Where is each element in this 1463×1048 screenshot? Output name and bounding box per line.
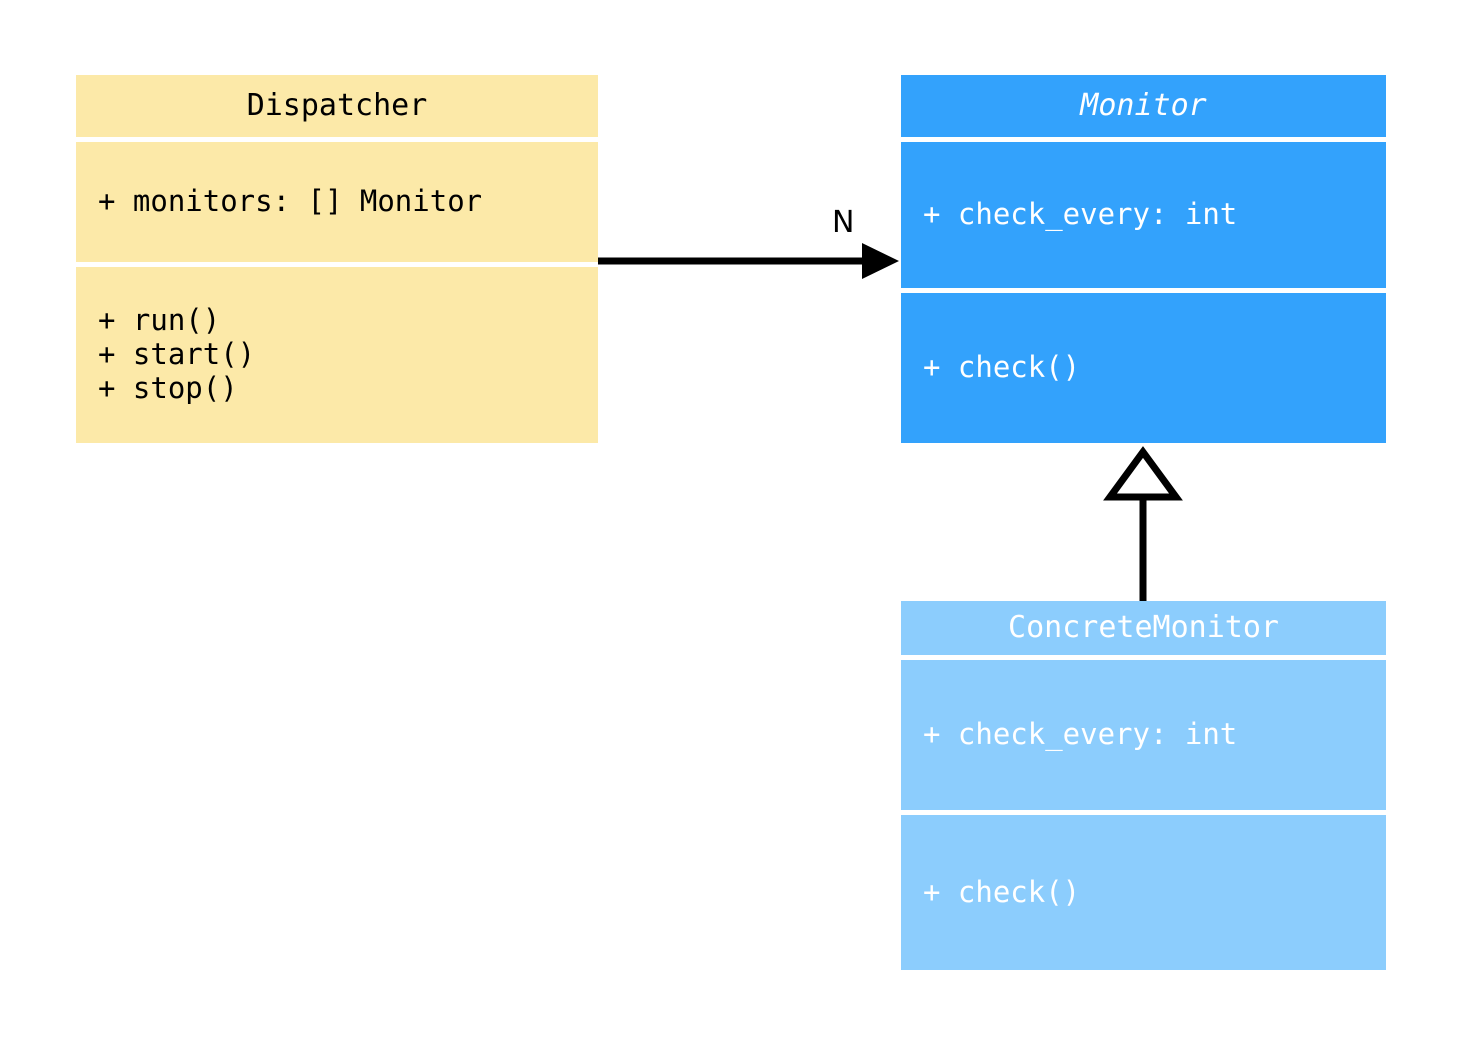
attribute-row: + check_every: int bbox=[923, 197, 1238, 232]
association-multiplicity-label: N bbox=[832, 205, 855, 240]
class-box-monitor[interactable]: Monitor + check_every: int + check() bbox=[901, 75, 1386, 443]
method-row: + check() bbox=[923, 874, 1081, 909]
class-attributes-compartment-dispatcher: + monitors: [] Monitor bbox=[76, 142, 598, 262]
class-box-concrete-monitor[interactable]: ConcreteMonitor + check_every: int + che… bbox=[901, 601, 1386, 970]
class-methods-compartment-concrete-monitor: + check() bbox=[901, 815, 1386, 970]
class-name-concrete-monitor: ConcreteMonitor bbox=[1008, 609, 1279, 645]
association-arrowhead-icon bbox=[862, 243, 899, 279]
class-box-dispatcher[interactable]: Dispatcher + monitors: [] Monitor + run(… bbox=[76, 75, 598, 443]
class-title-compartment-concrete-monitor: ConcreteMonitor bbox=[901, 601, 1386, 655]
method-row: + run() bbox=[98, 303, 221, 338]
class-attributes-compartment-concrete-monitor: + check_every: int bbox=[901, 660, 1386, 810]
attribute-row: + check_every: int bbox=[923, 717, 1238, 752]
class-methods-compartment-monitor: + check() bbox=[901, 293, 1386, 443]
generalization-triangle-icon bbox=[1103, 446, 1183, 501]
attribute-row: + monitors: [] Monitor bbox=[98, 184, 483, 219]
class-attributes-compartment-monitor: + check_every: int bbox=[901, 142, 1386, 288]
class-methods-compartment-dispatcher: + run() + start() + stop() bbox=[76, 267, 598, 443]
association-dispatcher-to-monitor bbox=[598, 243, 899, 279]
generalization-concrete-monitor-to-monitor bbox=[1103, 446, 1183, 601]
method-row: + check() bbox=[923, 350, 1081, 385]
class-title-compartment-dispatcher: Dispatcher bbox=[76, 75, 598, 137]
method-row: + stop() bbox=[98, 370, 238, 405]
class-name-monitor: Monitor bbox=[1080, 87, 1207, 123]
class-name-dispatcher: Dispatcher bbox=[246, 87, 428, 123]
class-title-compartment-monitor: Monitor bbox=[901, 75, 1386, 137]
method-row: + start() bbox=[98, 337, 256, 372]
